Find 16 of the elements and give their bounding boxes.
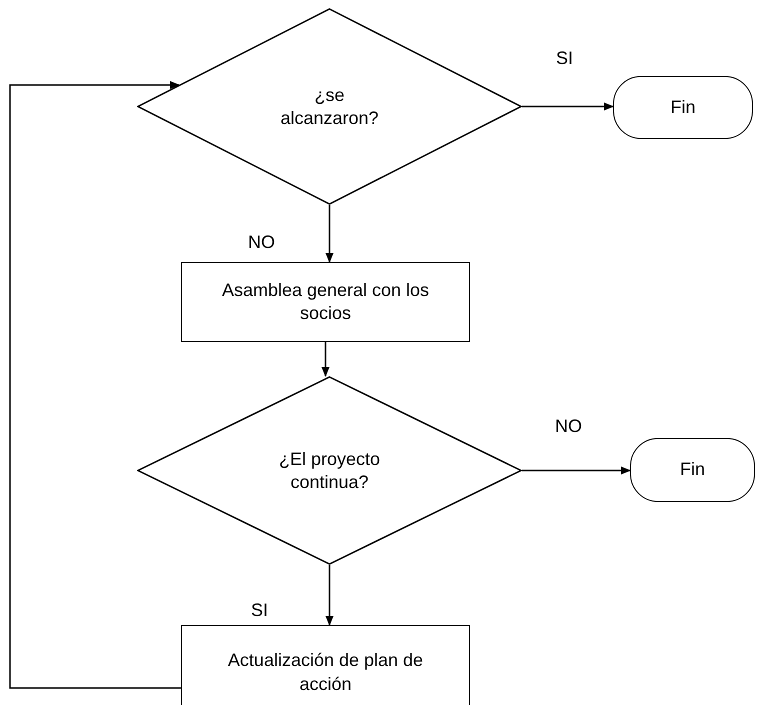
decision-question: ¿se alcanzaron? — [279, 84, 380, 129]
arrow — [522, 102, 614, 110]
process-box: Actualización de plan de acción — [181, 625, 470, 705]
edge-label: SI — [251, 600, 268, 621]
terminal-box: Fin — [613, 76, 753, 139]
arrow — [326, 205, 334, 263]
edge-label: SI — [556, 48, 574, 69]
process-box: Asamblea general con los socios — [181, 262, 470, 342]
arrow — [326, 565, 334, 626]
arrow — [9, 81, 181, 689]
edge-label: NO — [555, 416, 582, 437]
terminal-box: Fin — [630, 438, 755, 502]
edge-label: NO — [248, 232, 275, 253]
decision-question: ¿El proyecto continua? — [278, 448, 382, 493]
arrow — [522, 466, 631, 474]
arrow — [322, 342, 330, 377]
